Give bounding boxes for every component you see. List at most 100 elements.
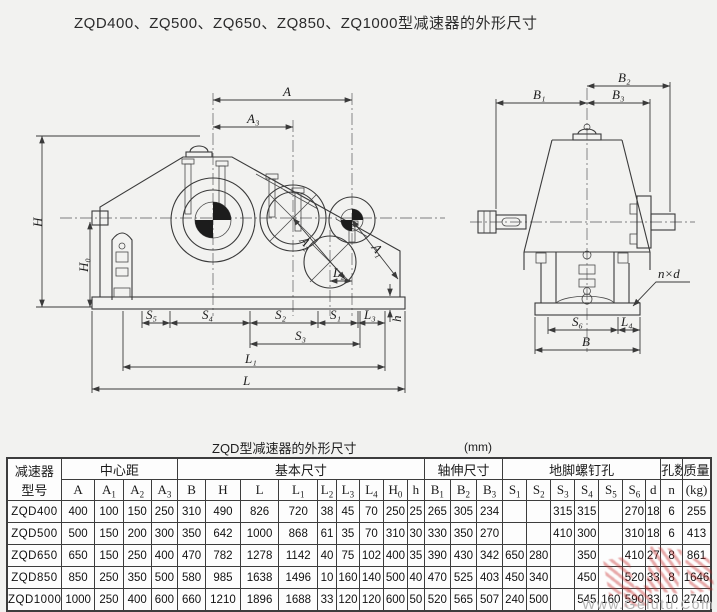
data-cell: 470 [176, 544, 207, 567]
data-cell: 500 [150, 566, 178, 589]
data-cell: 265 [423, 500, 451, 523]
table-unit: (mm) [464, 440, 492, 454]
header-column: L2 [317, 479, 337, 501]
dim-label-s1: S₁ [330, 307, 341, 322]
data-cell: 868 [278, 522, 319, 545]
data-cell: 400 [150, 544, 178, 567]
data-cell: 8 [660, 566, 684, 589]
dim-label-a: A [282, 84, 291, 99]
side-view-drawing: A A₃ H H₀ A₂ A₁ L₂ h [30, 84, 445, 393]
data-cell [526, 522, 552, 545]
header-column: B1 [423, 479, 451, 501]
data-cell: 1638 [239, 566, 280, 589]
header-group: 中心距 [60, 457, 178, 480]
data-cell [598, 522, 624, 545]
data-cell: 240 [502, 588, 528, 612]
header-column: S6 [622, 479, 647, 501]
header-column: n [660, 479, 684, 501]
data-cell: 100 [94, 500, 124, 523]
dim-label-nxd: n×d [658, 266, 680, 281]
header-column: A1 [94, 479, 124, 501]
header-column: S4 [574, 479, 600, 501]
data-cell: 300 [574, 522, 600, 545]
data-cell: 70 [358, 522, 384, 545]
header-column: S2 [526, 479, 552, 501]
data-cell: 410 [622, 544, 647, 567]
data-cell: 140 [358, 566, 384, 589]
header-column: L1 [278, 479, 319, 501]
data-cell: 315 [550, 500, 576, 523]
header-group-row: 减速器型号中心距基本尺寸轴伸尺寸地脚螺钉孔孔数质量 [6, 457, 712, 501]
dim-label-s6: S₆ [572, 314, 583, 329]
header-column: h [407, 479, 425, 501]
data-cell: 10 [317, 566, 337, 589]
data-cell: 500 [526, 588, 552, 612]
data-cell: 400 [122, 588, 152, 612]
data-cell: 1278 [239, 544, 280, 567]
data-cell: 500 [60, 522, 96, 545]
dim-label-l2: L₂ [332, 265, 345, 280]
dim-label-s3: S₃ [295, 328, 306, 343]
data-cell: 120 [358, 588, 384, 612]
data-cell: 40 [407, 566, 425, 589]
data-cell: 70 [358, 500, 384, 523]
data-cell: 1496 [278, 566, 319, 589]
data-cell: 6 [660, 522, 684, 545]
data-cell: 61 [317, 522, 337, 545]
data-cell: 300 [150, 522, 178, 545]
data-cell: 18 [645, 522, 662, 545]
data-cell: 27 [645, 544, 662, 567]
data-cell: 25 [407, 500, 425, 523]
data-cell: 6 [660, 500, 684, 523]
data-cell: 650 [60, 544, 96, 567]
data-cell [550, 566, 576, 589]
data-cell: 1646 [682, 566, 712, 589]
data-cell: 565 [449, 588, 478, 612]
header-column: A [60, 479, 96, 501]
data-cell: 861 [682, 544, 712, 567]
dim-label-a3: A₃ [246, 111, 259, 126]
data-cell: 600 [150, 588, 178, 612]
data-cell: 1210 [205, 588, 241, 612]
data-cell [598, 566, 624, 589]
data-cell: 35 [407, 544, 425, 567]
dim-label-l: L [242, 373, 250, 388]
data-cell: 150 [94, 544, 124, 567]
model-cell: ZQD1000 [6, 588, 62, 612]
data-cell: 525 [449, 566, 478, 589]
header-column: (kg) [682, 479, 712, 501]
data-cell: 985 [205, 566, 241, 589]
data-cell: 410 [550, 522, 576, 545]
data-cell: 38 [317, 500, 337, 523]
data-cell: 720 [278, 500, 319, 523]
dim-label-l4: L₄ [620, 314, 633, 329]
dim-label-b: B [582, 334, 590, 349]
data-cell: 250 [150, 500, 178, 523]
data-cell: 250 [94, 566, 124, 589]
data-cell: 270 [476, 522, 504, 545]
data-cell: 850 [60, 566, 96, 589]
data-cell: 33 [645, 588, 662, 612]
data-cell: 350 [176, 522, 207, 545]
data-cell: 18 [645, 500, 662, 523]
header-group: 基本尺寸 [176, 457, 425, 480]
data-cell: 50 [407, 588, 425, 612]
data-cell [550, 588, 576, 612]
data-cell: 250 [122, 544, 152, 567]
header-column: H0 [382, 479, 409, 501]
data-cell: 102 [358, 544, 384, 567]
data-cell: 350 [122, 566, 152, 589]
data-cell: 8 [660, 544, 684, 567]
data-cell: 150 [122, 500, 152, 523]
header-group: 轴伸尺寸 [423, 457, 504, 480]
data-cell: 545 [574, 588, 600, 612]
dimension-table: 减速器型号中心距基本尺寸轴伸尺寸地脚螺钉孔孔数质量AA1A2A3BHLL1L2L… [6, 457, 712, 612]
data-cell: 33 [645, 566, 662, 589]
header-group: 孔数 [660, 457, 684, 480]
header-column: L4 [358, 479, 384, 501]
data-cell: 310 [382, 522, 409, 545]
